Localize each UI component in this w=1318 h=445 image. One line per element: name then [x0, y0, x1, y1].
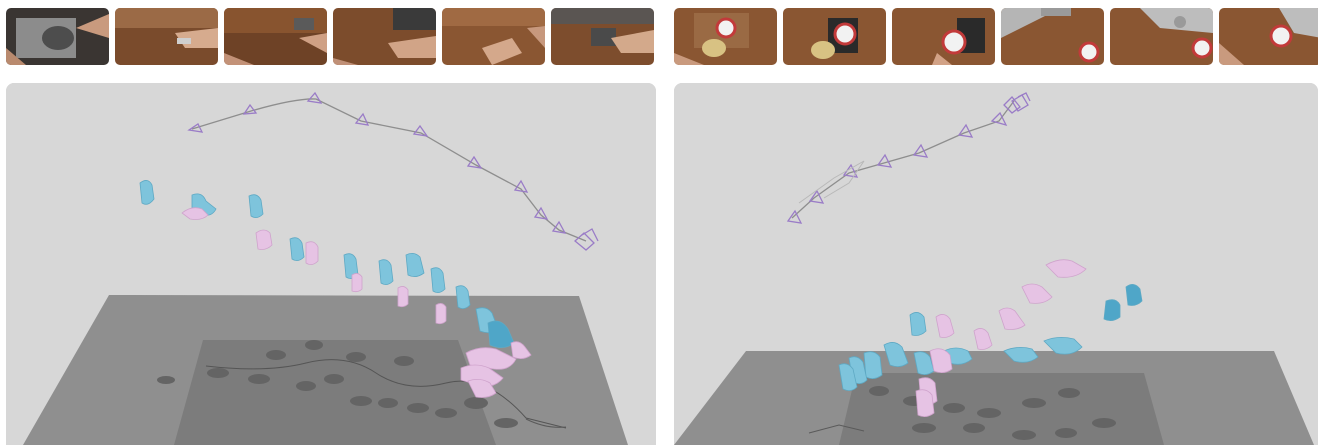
left-video-frame-3: [224, 8, 327, 65]
left-floor-inner-plane: [174, 340, 496, 445]
left-3d-reconstruction-panel: [6, 83, 656, 445]
right-floor-inner-plane: [839, 373, 1164, 445]
left-3d-scene: [6, 83, 656, 445]
left-video-frame-1: [6, 8, 109, 65]
left-video-frame-6: [551, 8, 654, 65]
left-video-frame-2: [115, 8, 218, 65]
right-video-frame-3: [892, 8, 995, 65]
right-video-frame-2: [783, 8, 886, 65]
right-video-frame-5: [1110, 8, 1213, 65]
right-video-frame-6: [1219, 8, 1318, 65]
right-video-frame-1: [674, 8, 777, 65]
right-3d-reconstruction-panel: [674, 83, 1318, 445]
left-thumbnail-strip: [6, 8, 654, 65]
right-video-frame-4: [1001, 8, 1104, 65]
left-video-frame-5: [442, 8, 545, 65]
right-thumbnail-strip: [674, 8, 1318, 65]
left-video-frame-4: [333, 8, 436, 65]
right-3d-scene: [674, 83, 1318, 445]
